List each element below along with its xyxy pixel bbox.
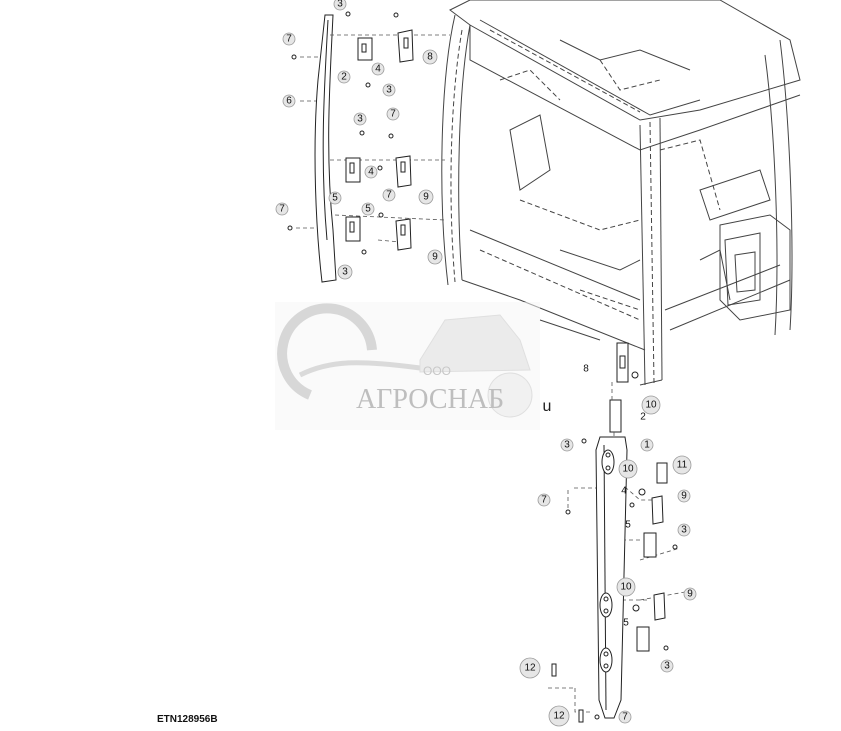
svg-text:4: 4	[368, 167, 374, 178]
callout-2a: 2	[337, 70, 351, 84]
svg-text:12: 12	[524, 663, 536, 674]
svg-text:7: 7	[541, 495, 547, 506]
callout-7a: 7	[282, 32, 296, 46]
callout-7d: 7	[275, 202, 289, 216]
svg-text:9: 9	[681, 491, 687, 502]
svg-text:12: 12	[553, 711, 565, 722]
callout-2b: 2	[640, 412, 646, 423]
upper-trim-assembly	[287, 11, 450, 283]
callout-6: 6	[282, 94, 296, 108]
callout-12b: 12	[548, 705, 570, 727]
bracket-5-lower-a	[643, 532, 657, 558]
watermark-small-text: ООО	[423, 364, 451, 378]
svg-text:7: 7	[622, 712, 628, 723]
svg-text:3: 3	[664, 661, 670, 672]
hinge-9-lower-b	[653, 592, 666, 621]
lower-trim-assembly	[548, 342, 686, 723]
watermark-suffix: u	[543, 398, 552, 415]
watermark-logo: ООО АГРОСНАБ	[275, 302, 540, 430]
callout-4c: 4	[621, 486, 627, 497]
callout-10a: 10	[641, 395, 661, 415]
svg-text:5: 5	[625, 520, 631, 531]
callout-9a: 9	[418, 189, 434, 205]
callout-3h: 3	[660, 659, 674, 673]
svg-text:11: 11	[677, 460, 688, 471]
cab-frame	[441, 0, 801, 386]
callout-7e: 7	[537, 493, 551, 507]
svg-text:9: 9	[432, 252, 438, 263]
svg-text:3: 3	[337, 0, 343, 10]
svg-text:8: 8	[583, 364, 589, 375]
callout-5b: 5	[361, 202, 375, 216]
svg-text:9: 9	[687, 589, 693, 600]
bracket-5-lower-b	[636, 626, 650, 652]
svg-text:5: 5	[365, 204, 371, 215]
callout-4a: 4	[371, 62, 385, 76]
svg-text:3: 3	[386, 85, 392, 96]
callout-8b: 8	[583, 364, 589, 375]
callout-3b: 3	[382, 83, 396, 97]
callout-5d: 5	[623, 618, 629, 629]
svg-text:5: 5	[623, 618, 629, 629]
callout-9b: 9	[427, 249, 443, 265]
svg-text:6: 6	[286, 96, 292, 107]
callout-5c: 5	[625, 520, 631, 531]
svg-text:7: 7	[286, 34, 292, 45]
callout-3c: 3	[353, 112, 367, 126]
callout-7c: 7	[382, 188, 396, 202]
svg-text:3: 3	[357, 114, 363, 125]
curved-trim-strip	[314, 14, 337, 283]
svg-text:3: 3	[681, 525, 687, 536]
watermark-brand-text: АГРОСНАБ	[356, 384, 504, 415]
callout-1: 1	[640, 438, 654, 452]
callout-9d: 9	[683, 587, 697, 601]
callout-10c: 10	[616, 577, 636, 597]
bracket-2-lower	[609, 399, 622, 433]
callout-3d: 3	[337, 264, 353, 280]
callout-12a: 12	[519, 657, 541, 679]
svg-text:1: 1	[644, 440, 650, 451]
svg-text:8: 8	[427, 52, 433, 63]
reference-code: ETN128956B	[157, 714, 218, 725]
svg-text:3: 3	[342, 267, 348, 278]
svg-text:2: 2	[341, 72, 347, 83]
callout-3f: 3	[560, 438, 574, 452]
callout-11: 11	[672, 455, 692, 475]
callout-5a: 5	[328, 191, 342, 205]
svg-text:7: 7	[386, 190, 392, 201]
svg-text:10: 10	[645, 400, 657, 411]
svg-text:2: 2	[640, 412, 646, 423]
callouts-upper: 3 7 2 4 8 3 6 3 7 4 7 9 5 5 7 3 9 3	[275, 0, 443, 280]
svg-text:7: 7	[390, 109, 396, 120]
svg-text:10: 10	[620, 582, 632, 593]
callout-7b: 7	[386, 107, 400, 121]
svg-text:4: 4	[375, 64, 381, 75]
callouts-lower: 8 10 2 3 1 10 11 4 7 9 5 3 10 9 5 3 12 1…	[519, 364, 697, 727]
svg-text:7: 7	[279, 204, 285, 215]
callout-4b: 4	[364, 165, 378, 179]
svg-text:4: 4	[621, 486, 627, 497]
svg-text:9: 9	[423, 192, 429, 203]
callout-3g: 3	[677, 523, 691, 537]
callout-10b: 10	[618, 459, 638, 479]
callout-3a: 3	[333, 0, 347, 11]
pillar-trim	[595, 436, 628, 719]
callout-7f: 7	[618, 710, 632, 724]
svg-text:5: 5	[332, 193, 338, 204]
svg-text:3: 3	[564, 440, 570, 451]
clip-11	[656, 462, 668, 484]
hinge-9-lower-a	[651, 495, 664, 525]
callout-8a: 8	[422, 49, 438, 65]
svg-text:10: 10	[622, 464, 634, 475]
callout-9c: 9	[677, 489, 691, 503]
